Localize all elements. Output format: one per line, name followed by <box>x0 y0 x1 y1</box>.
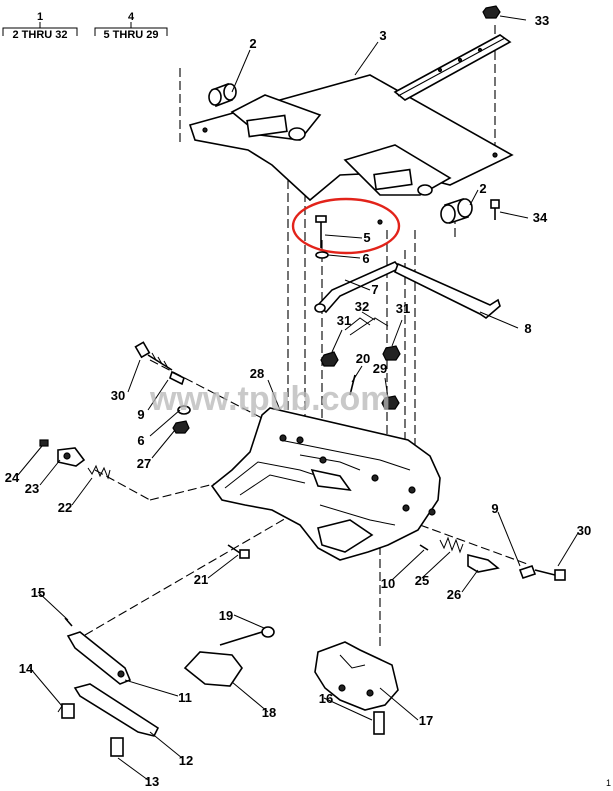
part-11-lever <box>66 631 132 685</box>
callout-30-right: 30 <box>577 523 591 538</box>
callout-33: 33 <box>535 13 549 28</box>
watermark: www.tpub.com <box>149 380 391 418</box>
callout-10: 10 <box>381 576 395 591</box>
highlight-circle <box>291 197 401 255</box>
part-16-bolt <box>373 711 385 735</box>
part-18-handle <box>183 651 243 687</box>
part-31-nut-right <box>382 345 401 361</box>
part-22-spring <box>87 464 111 480</box>
callout-22: 22 <box>58 500 72 515</box>
callout-20: 20 <box>356 351 370 366</box>
callout-9-left: 9 <box>137 407 144 422</box>
part-8-rod <box>393 262 501 320</box>
part-14-bushing <box>57 703 75 719</box>
callout-6-top: 6 <box>362 251 369 266</box>
group-1-range: 2 THRU 32 <box>12 29 67 41</box>
callout-32: 32 <box>355 299 369 314</box>
callout-24: 24 <box>5 470 20 485</box>
part-27-nut <box>172 420 190 434</box>
callout-26: 26 <box>447 587 461 602</box>
group-1-number: 1 <box>37 11 43 23</box>
part-6-washer <box>315 251 329 259</box>
callout-17: 17 <box>419 713 433 728</box>
part-30-bolt-right <box>534 569 566 581</box>
callout-31-right: 31 <box>396 301 410 316</box>
part-31-nut-left <box>320 351 339 367</box>
part-9-fitting-right <box>518 564 537 580</box>
callout-15: 15 <box>31 585 45 600</box>
callout-2-right: 2 <box>479 181 486 196</box>
part-2-bushing-left <box>208 82 237 108</box>
callout-13: 13 <box>145 774 159 789</box>
part-29-nut <box>381 395 400 410</box>
callout-5: 5 <box>363 230 370 245</box>
callout-12: 12 <box>179 753 193 768</box>
part-32-cotter <box>344 317 389 336</box>
group-bracket-2: 4 5 THRU 29 <box>94 11 168 41</box>
callout-34: 34 <box>533 210 548 225</box>
part-34-bolt <box>490 199 500 220</box>
part-28-main-frame <box>210 407 441 561</box>
part-2-bushing-right <box>440 197 473 225</box>
callout-3: 3 <box>379 28 386 43</box>
part-5-bolt <box>315 215 327 248</box>
part-33-nut <box>482 5 501 19</box>
callout-19: 19 <box>219 608 233 623</box>
part-10-pin <box>419 544 429 551</box>
callout-29: 29 <box>373 361 387 376</box>
callout-30-left: 30 <box>111 388 125 403</box>
part-12-link <box>73 683 160 737</box>
callout-27: 27 <box>137 456 151 471</box>
callout-21: 21 <box>194 572 208 587</box>
part-9-fitting-left <box>169 370 185 386</box>
part-24-screw <box>39 439 49 447</box>
group-2-range: 5 THRU 29 <box>103 29 158 41</box>
callout-14: 14 <box>19 661 34 676</box>
part-25-spring <box>439 536 464 554</box>
part-19-pin <box>219 626 275 646</box>
group-2-number: 4 <box>128 11 135 23</box>
part-3-mounting-plate <box>188 34 514 225</box>
part-6-washer-left <box>177 405 191 415</box>
callout-8: 8 <box>524 321 531 336</box>
part-23-clevis <box>57 447 86 467</box>
page-marker: 1 <box>606 778 611 788</box>
part-26-block <box>467 553 500 573</box>
callout-31-left: 31 <box>337 313 351 328</box>
callout-23: 23 <box>25 481 39 496</box>
part-21-screw <box>227 544 250 559</box>
callout-18: 18 <box>262 705 276 720</box>
part-17-bracket <box>314 641 399 711</box>
callout-11: 11 <box>178 690 192 705</box>
part-15-pin <box>64 617 73 627</box>
part-13-bolt <box>110 737 124 757</box>
callout-6-left: 6 <box>137 433 144 448</box>
callout-9-right: 9 <box>491 501 498 516</box>
callout-25: 25 <box>415 573 429 588</box>
part-30-bolt-left <box>134 341 173 371</box>
callout-16: 16 <box>319 691 333 706</box>
callout-7: 7 <box>371 282 378 297</box>
callout-labels: 33 2 3 2 34 5 6 7 8 32 31 31 20 28 29 30… <box>5 13 591 789</box>
callout-2-top: 2 <box>249 36 256 51</box>
leader-lines <box>17 15 579 781</box>
callout-28: 28 <box>250 366 264 381</box>
group-bracket-1: 1 2 THRU 32 <box>2 11 78 41</box>
